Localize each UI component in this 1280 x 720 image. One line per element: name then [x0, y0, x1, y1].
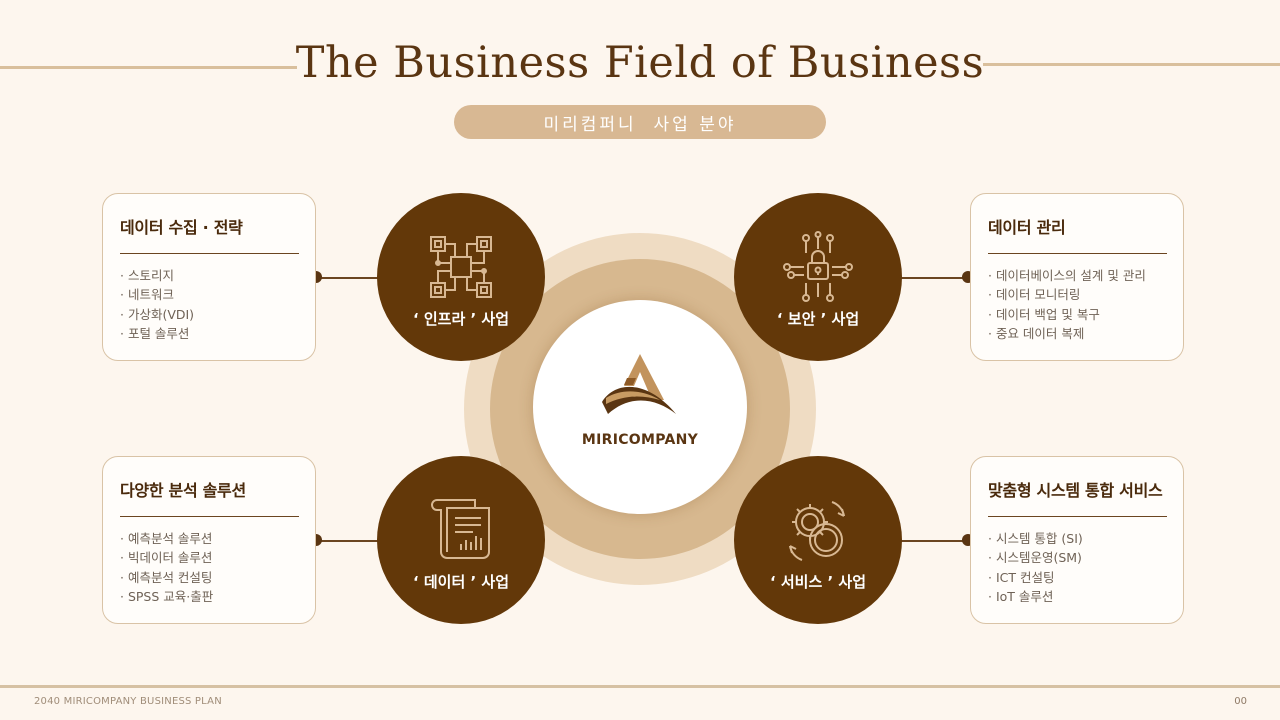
page-title: The Business Field of Business [295, 38, 985, 88]
business-label-security: ‘ 보안 ’ 사업 [776, 310, 860, 328]
card-list: · 스토리지 · 네트워크 · 가상화(VDI) · 포털 솔루션 [120, 266, 299, 344]
card-divider [988, 253, 1167, 254]
list-item: · 포털 솔루션 [120, 326, 190, 342]
card-divider [120, 516, 299, 517]
center-logo-circle [533, 300, 747, 514]
list-item: · 예측분석 컨설팅 [120, 569, 213, 585]
card-title: 맞춤형 시스템 통합 서비스 [988, 481, 1163, 500]
card-list: · 시스템 통합 (SI) · 시스템운영(SM) · ICT 컨설팅 · Io… [988, 529, 1167, 607]
card-list: · 데이터베이스의 설계 및 관리 · 데이터 모니터링 · 데이터 백업 및 … [988, 266, 1167, 344]
subtitle-text: 미리컴퍼니 사업 분야 [543, 114, 737, 135]
document-chart-icon [431, 499, 490, 559]
card-title: 데이터 수집 · 전략 [120, 218, 243, 237]
connector-line-1 [316, 277, 386, 279]
page-number: 00 [1234, 696, 1247, 707]
business-label-infra: ‘ 인프라 ’ 사업 [412, 310, 510, 328]
list-item: · 예측분석 솔루션 [120, 531, 213, 546]
list-item: · SPSS 교육·출판 [120, 589, 214, 605]
card-data-collection: 데이터 수집 · 전략 · 스토리지 · 네트워크 · 가상화(VDI) · 포… [102, 193, 316, 361]
circuit-chip-icon [430, 236, 492, 298]
card-data-management: 데이터 관리 · 데이터베이스의 설계 및 관리 · 데이터 모니터링 · 데이… [970, 193, 1184, 361]
list-item: · 데이터 모니터링 [988, 287, 1081, 303]
brand-name: MIRICOMPANY [581, 432, 699, 448]
business-label-data: ‘ 데이터 ’ 사업 [412, 573, 510, 591]
card-title: 다양한 분석 솔루션 [120, 481, 246, 500]
list-item: · 빅데이터 솔루션 [120, 550, 213, 566]
gear-refresh-icon [789, 501, 845, 561]
list-item: · 데이터베이스의 설계 및 관리 [988, 268, 1146, 283]
connector-line-3 [316, 540, 386, 542]
header-rule-left [0, 66, 297, 69]
list-item: · 가상화(VDI) [120, 306, 195, 322]
business-label-service: ‘ 서비스 ’ 사업 [769, 573, 867, 591]
card-system-integration: 맞춤형 시스템 통합 서비스 · 시스템 통합 (SI) · 시스템운영(SM)… [970, 456, 1184, 624]
connector-line-4 [895, 540, 967, 542]
card-analysis-solutions: 다양한 분석 솔루션 · 예측분석 솔루션 · 빅데이터 솔루션 · 예측분석 … [102, 456, 316, 624]
business-circle-data: ‘ 데이터 ’ 사업 [377, 456, 545, 624]
list-item: · 스토리지 [120, 268, 174, 283]
connector-line-2 [895, 277, 967, 279]
header-rule-right [983, 63, 1280, 66]
card-divider [120, 253, 299, 254]
card-list: · 예측분석 솔루션 · 빅데이터 솔루션 · 예측분석 컨설팅 · SPSS … [120, 529, 299, 607]
list-item: · 시스템 통합 (SI) [988, 531, 1083, 546]
list-item: · ICT 컨설팅 [988, 569, 1055, 585]
list-item: · 시스템운영(SM) [988, 550, 1082, 566]
subtitle-pill: 미리컴퍼니 사업 분야 [454, 105, 826, 139]
a-swoosh-logo-icon [602, 354, 676, 414]
card-divider [988, 516, 1167, 517]
business-circle-service: ‘ 서비스 ’ 사업 [734, 456, 902, 624]
list-item: · IoT 솔루션 [988, 589, 1054, 605]
business-circle-security: ‘ 보안 ’ 사업 [734, 193, 902, 361]
circuit-lock-icon [783, 231, 853, 302]
card-title: 데이터 관리 [988, 218, 1066, 237]
business-circle-infra: ‘ 인프라 ’ 사업 [377, 193, 545, 361]
list-item: · 네트워크 [120, 287, 174, 303]
footer-plan-label: 2040 MIRICOMPANY BUSINESS PLAN [34, 696, 222, 707]
list-item: · 데이터 백업 및 복구 [988, 306, 1100, 322]
footer-rule [0, 685, 1280, 688]
list-item: · 중요 데이터 복제 [988, 326, 1085, 342]
